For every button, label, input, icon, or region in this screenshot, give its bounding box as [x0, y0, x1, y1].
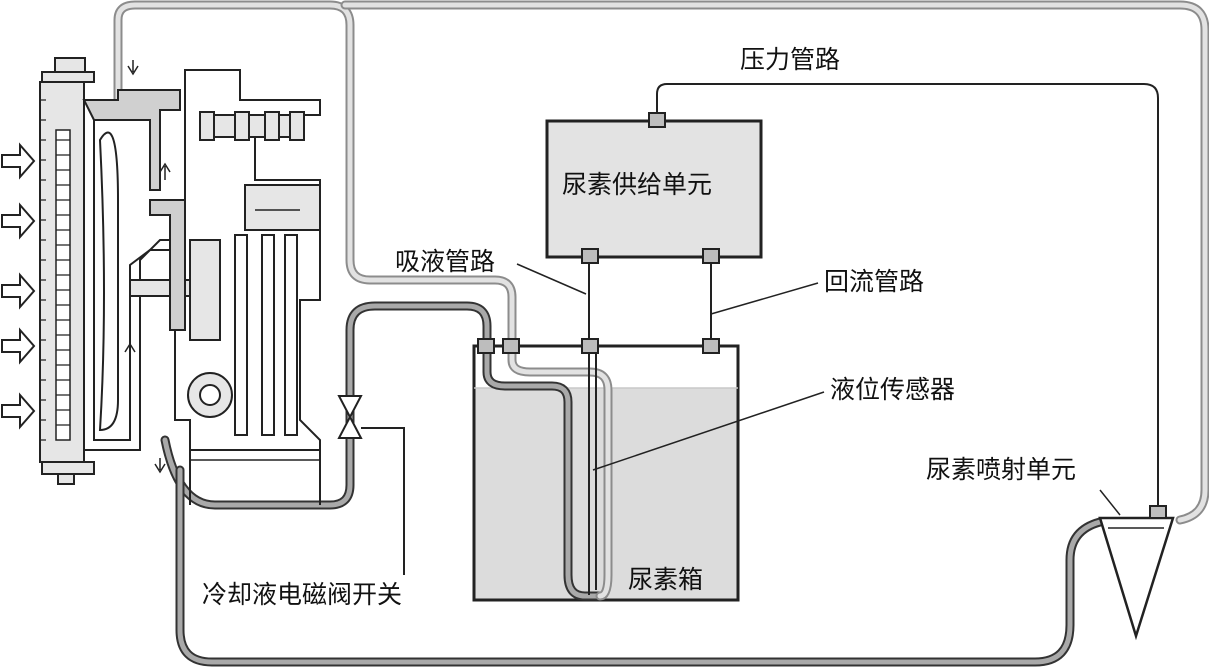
- ports: [477, 112, 1167, 519]
- port-return-tank: [702, 338, 720, 354]
- arrow-right-outline-icon: [1, 202, 36, 240]
- label-urea-tank: 尿素箱: [628, 565, 703, 594]
- arrow-right-outline-icon: [1, 392, 36, 430]
- injector-cone-icon: [1098, 516, 1175, 641]
- port-coolant-in: [477, 338, 495, 354]
- port-suction-unit: [581, 248, 599, 264]
- port-suction-tank: [581, 338, 599, 354]
- label-suction-line: 吸液管路: [395, 247, 495, 276]
- airflow-arrows: [1, 142, 36, 430]
- port-return-unit: [702, 248, 720, 264]
- label-coolant-valve: 冷却液电磁阀开关: [202, 580, 402, 609]
- label-pressure-line: 压力管路: [740, 45, 840, 74]
- port-injector: [1149, 505, 1167, 519]
- pressure-line: [656, 83, 1159, 510]
- engine: [124, 60, 321, 505]
- arrow-right-outline-icon: [1, 327, 36, 365]
- urea-supply-unit: [545, 119, 763, 259]
- port-coolant-out: [502, 338, 520, 354]
- label-return-line: 回流管路: [824, 267, 924, 296]
- suction-pipe: [588, 262, 597, 595]
- label-injection-unit: 尿素喷射单元: [926, 455, 1076, 484]
- label-supply-unit: 尿素供给单元: [562, 170, 712, 199]
- tank-heating-coil: [482, 341, 613, 601]
- coolant-loop-pipe: [113, 0, 1209, 525]
- arrow-right-outline-icon: [1, 142, 36, 180]
- radiator: [39, 57, 185, 485]
- leader-lines: [516, 263, 1121, 516]
- port-pressure: [648, 112, 666, 128]
- coolant-return-pipe: [160, 301, 1105, 667]
- arrow-right-outline-icon: [1, 272, 36, 310]
- label-level-sensor: 液位传感器: [830, 375, 955, 404]
- solenoid-valve-icon: [337, 395, 405, 575]
